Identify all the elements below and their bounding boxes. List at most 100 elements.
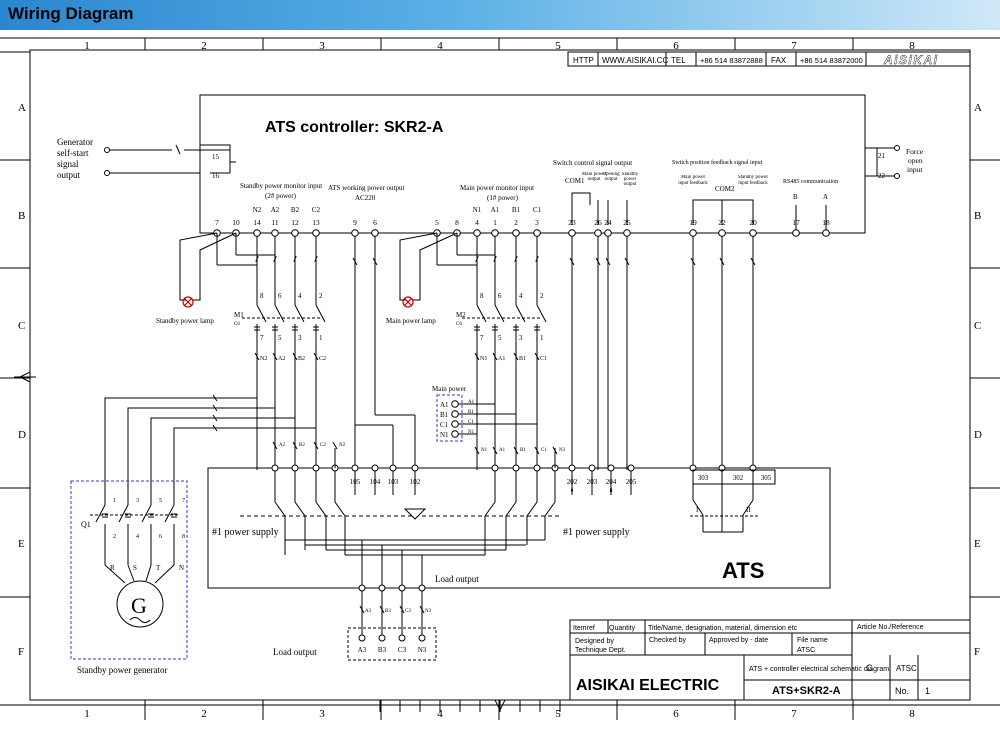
load-terminal [358, 634, 366, 642]
wire-break [595, 257, 601, 266]
standby-power-feedback-label: Standby power input feedback [737, 175, 769, 186]
controller-terminal-number: 19 [689, 218, 697, 227]
load-output-label: Load output [273, 647, 317, 657]
wire-break [292, 441, 298, 450]
tb-size: C [866, 663, 873, 673]
wire-break [750, 257, 756, 266]
main-power-phase-label: A1 [440, 401, 449, 409]
main-power-terminal [451, 430, 459, 438]
terminal-22: 22 [878, 172, 886, 180]
tb-description: ATS + controller electrical schematic di… [749, 666, 889, 673]
generator-wire [154, 564, 175, 584]
breaker-wire-label: N1 [480, 356, 487, 362]
wire-break [513, 446, 519, 455]
load-phase-label: C3 [398, 646, 407, 654]
generator-start-label: Generator self-start signal output [57, 137, 93, 180]
controller-terminal [822, 229, 830, 237]
generator-contact [118, 504, 129, 523]
grid-row-right: B [974, 210, 981, 222]
wire-break [399, 605, 405, 614]
load-wire-label: N3 [425, 609, 432, 614]
breaker-wire-label: C2 [319, 356, 326, 362]
brand-logo: AiSiKAi [883, 53, 939, 67]
svg-text:signal: signal [57, 159, 79, 169]
grid-col-bottom: 6 [673, 708, 679, 720]
ats-switch-contact [315, 501, 327, 517]
grid-col-bottom: 3 [319, 708, 325, 720]
wire-break [273, 256, 277, 262]
main-power-wire-label: N1 [468, 430, 475, 435]
wire-break [475, 256, 479, 262]
main-power-output-label: Main power output [581, 172, 607, 182]
breaker-pole-top: 8 [260, 292, 264, 300]
ats-terminal [389, 464, 397, 472]
tb-article: Article No./Reference [857, 624, 924, 631]
generator-wire [104, 564, 126, 584]
load-terminal [378, 584, 386, 592]
generator-frame [70, 480, 188, 660]
breaker-pole-bottom: 7 [260, 334, 264, 342]
generator-wire [127, 564, 135, 582]
breaker-rating: C6 [456, 322, 462, 327]
ats-terminal [607, 464, 615, 472]
wire-break [474, 352, 480, 361]
breaker-contact [536, 304, 547, 323]
ats-switch-contact [274, 501, 286, 517]
grid-row-left: A [18, 102, 26, 114]
load-wire-label: B3 [385, 609, 391, 614]
controller-terminal-number: 12 [291, 218, 299, 227]
grid-col-top: 6 [673, 40, 679, 52]
generator-phase: T [156, 564, 161, 572]
rs485-a: A [823, 193, 828, 201]
terminal-15: 15 [212, 153, 220, 161]
tb-no-value: 1 [925, 686, 930, 696]
ats-wire-label: C1 [541, 448, 547, 453]
breaker-contact [256, 304, 267, 323]
page-title: Wiring Diagram [8, 4, 134, 23]
ats-wire-label: N2 [339, 443, 346, 448]
generator-pole-bottom: 4 [136, 534, 139, 540]
breaker-pole-top: 6 [278, 292, 282, 300]
controller-terminal [271, 229, 279, 237]
generator-label: Standby power generator [77, 665, 167, 675]
main-phase-label: A1 [491, 206, 500, 214]
tb-title-col: Title/Name, designation, material, dimen… [648, 625, 798, 632]
svg-text:input: input [907, 165, 923, 174]
tb-model: ATS+SKR2-A [772, 685, 841, 697]
ats-feedback-contact [742, 499, 754, 516]
opening-output-label: Opening output [602, 172, 620, 182]
breaker-name: M1 [234, 311, 244, 319]
breaker-pole-bottom: 7 [480, 334, 484, 342]
controller-terminal [604, 229, 612, 237]
wire-break [372, 257, 378, 266]
svg-text:Generator: Generator [57, 137, 93, 147]
rs485-label: RS485 communication [783, 179, 838, 185]
ats-switch-contact [505, 501, 517, 517]
com1-label: COM1 [565, 177, 585, 185]
ats-terminal [371, 464, 379, 472]
main-power-phase-label: C1 [440, 421, 449, 429]
wire-break [272, 441, 278, 450]
ats-terminal-number: 102 [410, 478, 421, 486]
ats-wire-label: A2 [279, 443, 286, 448]
load-terminal [418, 584, 426, 592]
ats-terminal [411, 464, 419, 472]
tb-item: Itemref [573, 625, 595, 632]
ats-feedback-contact [692, 499, 704, 516]
controller-terminal-number: 20 [749, 218, 757, 227]
header-bar: Wiring Diagram [0, 0, 1000, 30]
generator-pole-top: 1 [113, 498, 116, 504]
main-power-wire-label: B1 [468, 410, 474, 415]
grid-col-top: 4 [437, 40, 443, 52]
controller-title: ATS controller: SKR2-A [265, 119, 444, 136]
wire-break [605, 257, 611, 266]
com2-label: COM2 [715, 185, 735, 193]
wire-break [379, 605, 385, 614]
ats-terminal [351, 464, 359, 472]
http-value: WWW.AISIKAI.CC [602, 56, 668, 65]
grid-col-bottom: 1 [84, 708, 90, 720]
ats-terminal-sub: I [591, 489, 593, 494]
generator-symbol [116, 580, 164, 628]
